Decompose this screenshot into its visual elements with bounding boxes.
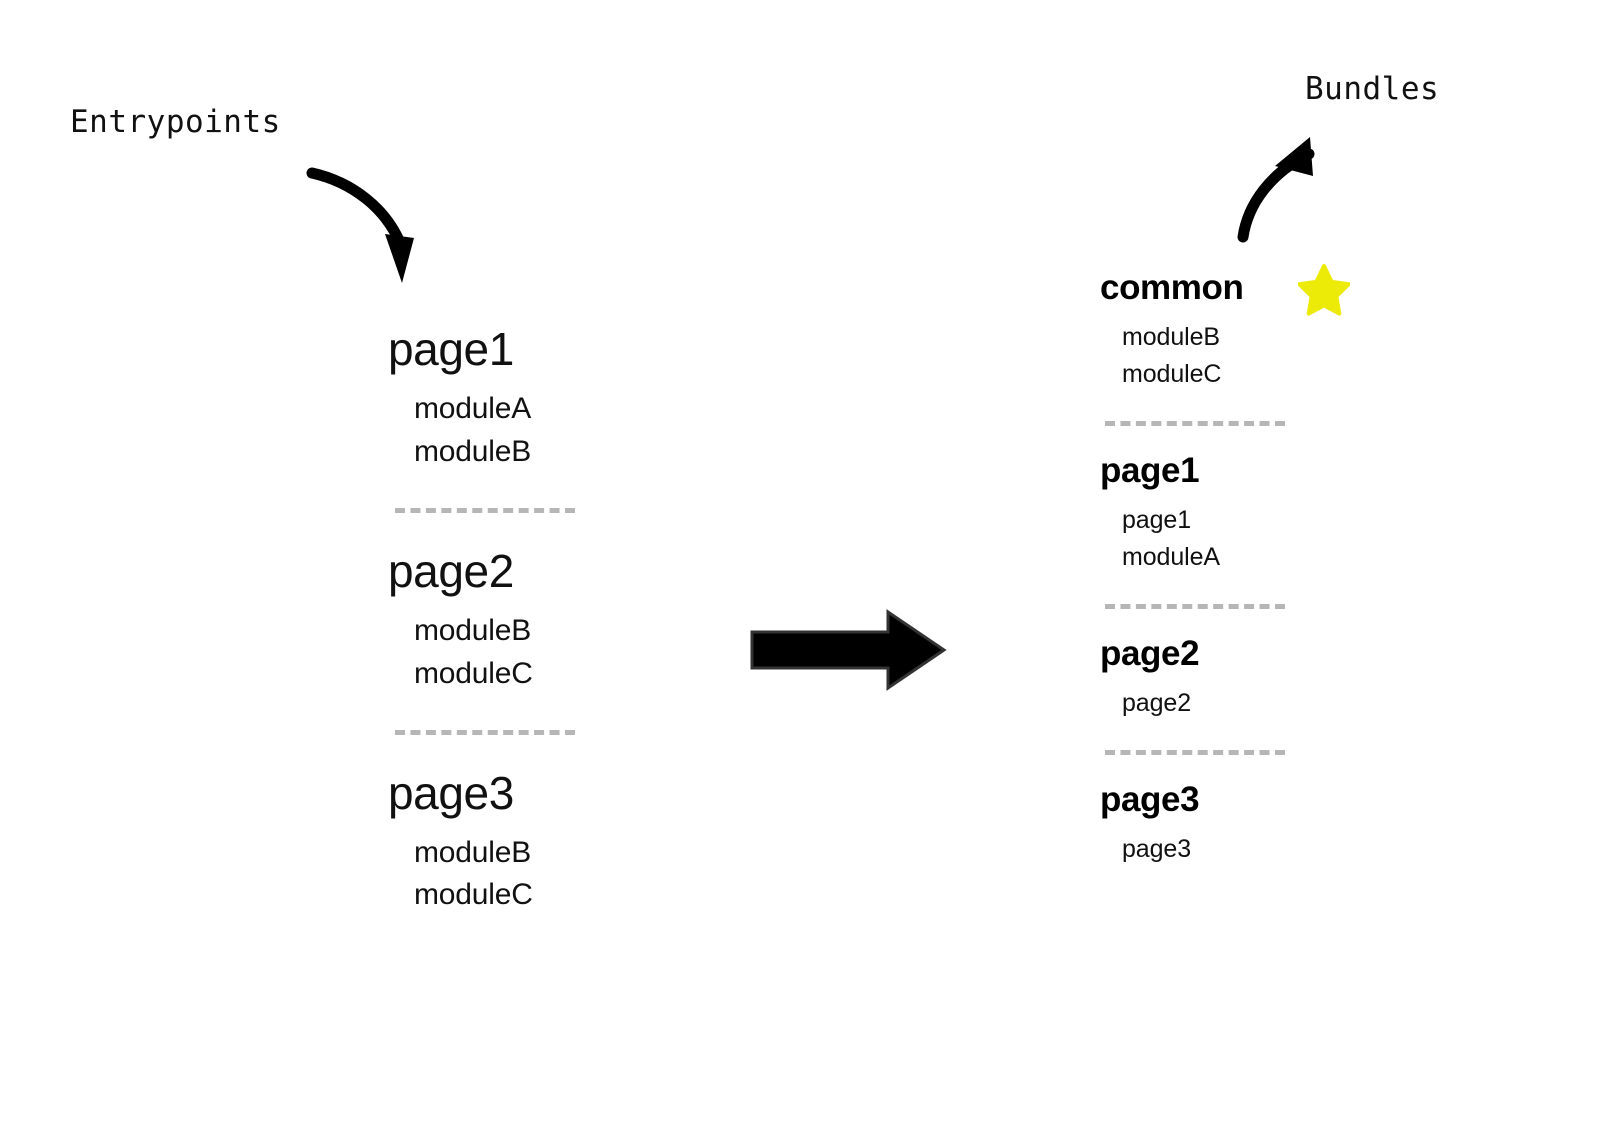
module-item: moduleB (1122, 323, 1220, 351)
entrypoint-group-title: page1 (388, 323, 514, 375)
module-item: moduleA (1122, 543, 1220, 571)
entrypoint-group-title: page3 (388, 766, 514, 819)
dashed-divider (1105, 603, 1285, 609)
bundle-group-common[interactable]: common moduleB moduleC (1100, 264, 1350, 393)
module-list: moduleB moduleC (1100, 319, 1330, 393)
entrypoint-group-title: page2 (388, 544, 514, 597)
entrypoints-label: Entrypoints (70, 104, 281, 140)
module-list: page1 moduleA (1100, 502, 1330, 576)
group-divider (1100, 393, 1330, 453)
module-item: moduleB (414, 613, 532, 647)
group-divider (388, 696, 618, 770)
entrypoints-column: page1 moduleA moduleB page2 moduleB modu… (388, 326, 618, 917)
module-list: moduleA moduleB (388, 388, 618, 474)
module-item: moduleA (414, 392, 532, 425)
group-divider (388, 474, 618, 548)
module-item: moduleC (414, 878, 533, 912)
bundles-column: common moduleB moduleC page1 page1 modul… (1100, 264, 1350, 868)
curved-arrow-up-right-icon (1237, 137, 1315, 243)
module-list: moduleB moduleC (388, 610, 618, 696)
bundle-group-title: common (1100, 268, 1244, 307)
entrypoint-group-page2[interactable]: page2 moduleB moduleC (388, 548, 618, 696)
module-list: page3 (1100, 831, 1330, 868)
module-item: moduleC (1122, 360, 1222, 388)
dashed-divider (395, 508, 575, 514)
star-icon (1298, 264, 1350, 316)
module-item: moduleC (414, 656, 533, 690)
dashed-divider (1105, 420, 1285, 426)
group-divider (1100, 576, 1330, 636)
block-arrow-right-icon (750, 609, 947, 691)
entrypoint-group-page3[interactable]: page3 moduleB moduleC (388, 770, 618, 918)
bundle-group-page1[interactable]: page1 page1 moduleA (1100, 453, 1330, 576)
bundle-group-title: page2 (1100, 634, 1200, 673)
module-item: page3 (1122, 835, 1192, 863)
module-item: moduleB (414, 835, 532, 869)
bundles-label: Bundles (1305, 71, 1440, 107)
entrypoint-group-page1[interactable]: page1 moduleA moduleB (388, 326, 618, 474)
dashed-divider (395, 730, 575, 736)
module-item: page1 (1122, 506, 1192, 534)
curved-arrow-down-right-icon (306, 167, 414, 283)
module-item: page2 (1122, 689, 1192, 717)
bundle-group-title: page3 (1100, 780, 1200, 819)
module-item: moduleB (414, 434, 532, 468)
group-divider (1100, 722, 1330, 782)
bundle-group-page2[interactable]: page2 page2 (1100, 636, 1330, 722)
module-list: page2 (1100, 685, 1330, 722)
bundle-group-page3[interactable]: page3 page3 (1100, 782, 1330, 868)
module-list: moduleB moduleC (388, 832, 618, 918)
bundle-group-title: page1 (1100, 451, 1200, 490)
dashed-divider (1105, 749, 1285, 755)
